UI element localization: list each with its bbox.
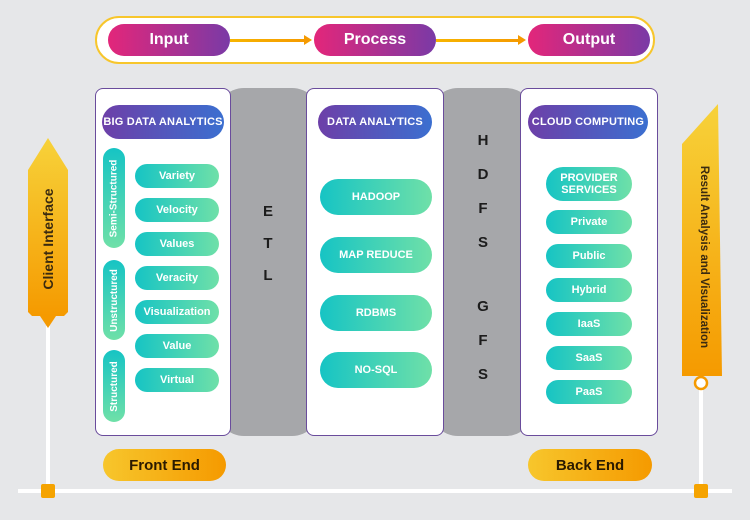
- process-label: Process: [343, 31, 407, 48]
- client-interface-node: [41, 484, 55, 498]
- result-analysis-node: [694, 484, 708, 498]
- etl-letter-t: T: [263, 235, 273, 252]
- semi-structured-label: Semi-Structured: [108, 159, 120, 237]
- gfs-letter: F: [478, 332, 488, 349]
- arrow-input-to-process: [230, 35, 312, 45]
- back-end-pill: Back End: [528, 449, 652, 481]
- process-pill: Process: [314, 24, 436, 56]
- arrow-process-to-output: [436, 35, 526, 45]
- cc-item-label: Public: [572, 250, 606, 262]
- client-interface-stem: [46, 326, 50, 489]
- etl-cylinder: [216, 88, 320, 436]
- cloud-computing-header: CLOUD COMPUTING: [528, 105, 648, 139]
- cc-provider-label: PROVIDER SERVICES: [560, 172, 618, 196]
- client-interface-arrow-icon: [28, 138, 68, 328]
- data-analytics-title: DATA ANALYTICS: [327, 116, 423, 128]
- front-end-pill: Front End: [103, 449, 226, 481]
- da-item-label: HADOOP: [351, 191, 401, 203]
- baseline: [18, 489, 732, 493]
- cc-provider-services: PROVIDER SERVICES: [546, 167, 632, 201]
- etl-letter-e: E: [262, 203, 273, 220]
- data-analytics-header: DATA ANALYTICS: [318, 105, 432, 139]
- cc-item-paas: PaaS: [546, 380, 632, 404]
- bda-item-label: Veracity: [155, 272, 199, 284]
- cc-item-label: Private: [570, 216, 608, 228]
- da-item-map-reduce: MAP REDUCE: [320, 237, 432, 273]
- cc-item-public: Public: [546, 244, 632, 268]
- bda-item-variety: Variety: [135, 164, 219, 188]
- hdfs-letters: H D F S: [473, 132, 493, 251]
- cc-item-label: Hybrid: [571, 284, 607, 296]
- input-pill: Input: [108, 24, 230, 56]
- front-end-label: Front End: [129, 456, 200, 474]
- da-item-label: NO-SQL: [354, 364, 398, 376]
- bda-item-values: Values: [135, 232, 219, 256]
- hdfs-letter: D: [477, 166, 489, 183]
- unstructured-label: Unstructured: [108, 268, 120, 332]
- bda-item-label: Variety: [158, 170, 196, 182]
- output-pill: Output: [528, 24, 650, 56]
- bda-item-label: Velocity: [156, 204, 198, 216]
- unstructured-group: Unstructured: [103, 260, 125, 340]
- bda-item-label: Visualization: [143, 306, 211, 318]
- da-item-no-sql: NO-SQL: [320, 352, 432, 388]
- bda-item-label: Value: [162, 340, 192, 352]
- bda-item-label: Virtual: [159, 374, 195, 386]
- cc-item-hybrid: Hybrid: [546, 278, 632, 302]
- bda-item-label: Values: [159, 238, 195, 250]
- bda-item-value: Value: [135, 334, 219, 358]
- cc-item-label: SaaS: [575, 352, 603, 364]
- big-data-analytics-title: BIG DATA ANALYTICS: [103, 116, 223, 128]
- etl-letters: E T L: [258, 203, 278, 284]
- da-item-hadoop: HADOOP: [320, 179, 432, 215]
- semi-structured-group: Semi-Structured: [103, 148, 125, 248]
- cc-item-label: PaaS: [575, 386, 603, 398]
- structured-group: Structured: [103, 350, 125, 422]
- hdfs-letter: H: [477, 132, 489, 149]
- storage-cylinder: [430, 88, 534, 436]
- cc-item-iaas: IaaS: [546, 312, 632, 336]
- structured-label: Structured: [108, 360, 120, 412]
- da-item-label: MAP REDUCE: [339, 249, 413, 261]
- big-data-analytics-header: BIG DATA ANALYTICS: [102, 105, 224, 139]
- result-analysis-label: Result Analysis and Visualization: [698, 165, 710, 349]
- bda-item-virtual: Virtual: [135, 368, 219, 392]
- cloud-computing-title: CLOUD COMPUTING: [531, 116, 645, 128]
- back-end-label: Back End: [555, 456, 625, 474]
- etl-letter-l: L: [263, 267, 273, 284]
- cc-item-saas: SaaS: [546, 346, 632, 370]
- gfs-letters: G F S: [473, 298, 493, 383]
- result-analysis-stem: [699, 386, 703, 489]
- gfs-letter: S: [477, 366, 488, 383]
- output-label: Output: [562, 31, 616, 48]
- cc-item-private: Private: [546, 210, 632, 234]
- client-interface-label: Client Interface: [40, 188, 56, 290]
- bda-item-veracity: Veracity: [135, 266, 219, 290]
- bda-item-velocity: Velocity: [135, 198, 219, 222]
- hdfs-letter: F: [478, 200, 488, 217]
- da-item-label: RDBMS: [355, 307, 397, 319]
- da-item-rdbms: RDBMS: [320, 295, 432, 331]
- cc-item-label: IaaS: [577, 318, 601, 330]
- gfs-letter: G: [477, 298, 489, 315]
- result-analysis-arrow-icon: [682, 104, 722, 391]
- input-label: Input: [149, 31, 189, 48]
- bda-item-visualization: Visualization: [135, 300, 219, 324]
- hdfs-letter: S: [477, 234, 488, 251]
